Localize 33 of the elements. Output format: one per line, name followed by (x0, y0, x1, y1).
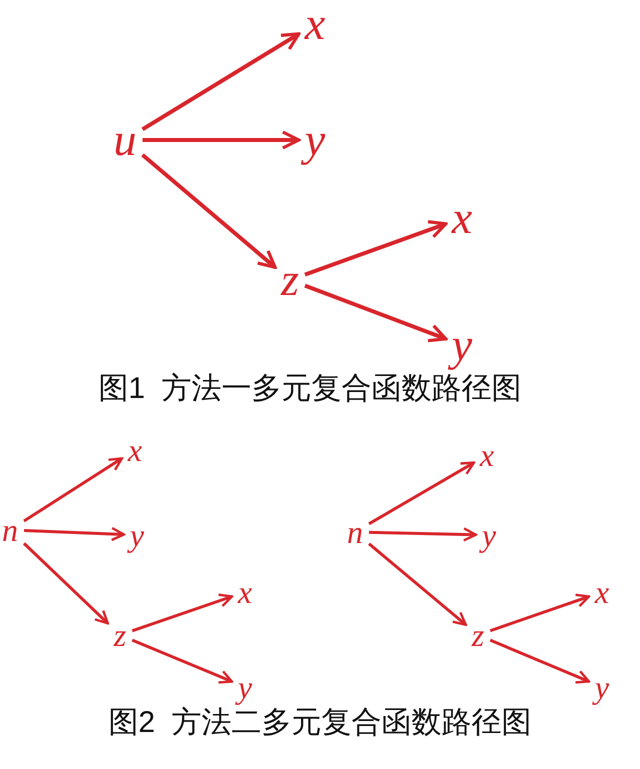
arrow (490, 638, 590, 684)
variable-label: y (238, 671, 252, 703)
arrow (490, 594, 590, 632)
arrow (368, 542, 467, 626)
arrow (368, 527, 478, 542)
variable-label: x (480, 439, 494, 471)
arrow (142, 130, 300, 150)
arrow (22, 542, 109, 625)
variable-label: z (472, 619, 484, 651)
variable-label: n (2, 514, 18, 546)
arrow (23, 457, 124, 522)
figure-caption: 图1 方法一多元复合函数路径图 (98, 372, 522, 405)
variable-label: x (238, 576, 252, 608)
arrow (132, 638, 234, 684)
arrow (141, 153, 277, 269)
arrow (368, 461, 476, 526)
variable-label: x (304, 1, 326, 47)
variable-label: y (482, 519, 496, 551)
arrow (304, 220, 448, 276)
variable-label: n (347, 516, 363, 548)
figure-caption: 图2 方法二多元复合函数路径图 (108, 706, 532, 739)
variable-label: y (594, 671, 610, 703)
variable-label: x (128, 434, 142, 466)
variable-label: z (281, 257, 299, 303)
variable-label: z (114, 619, 126, 651)
arrow (24, 526, 126, 542)
variable-label: x (594, 576, 610, 608)
variable-label: y (130, 519, 144, 551)
arrow (132, 594, 234, 632)
arrow (304, 284, 448, 342)
variable-label: u (114, 117, 136, 163)
variable-label: x (452, 195, 472, 241)
arrow (141, 32, 300, 132)
